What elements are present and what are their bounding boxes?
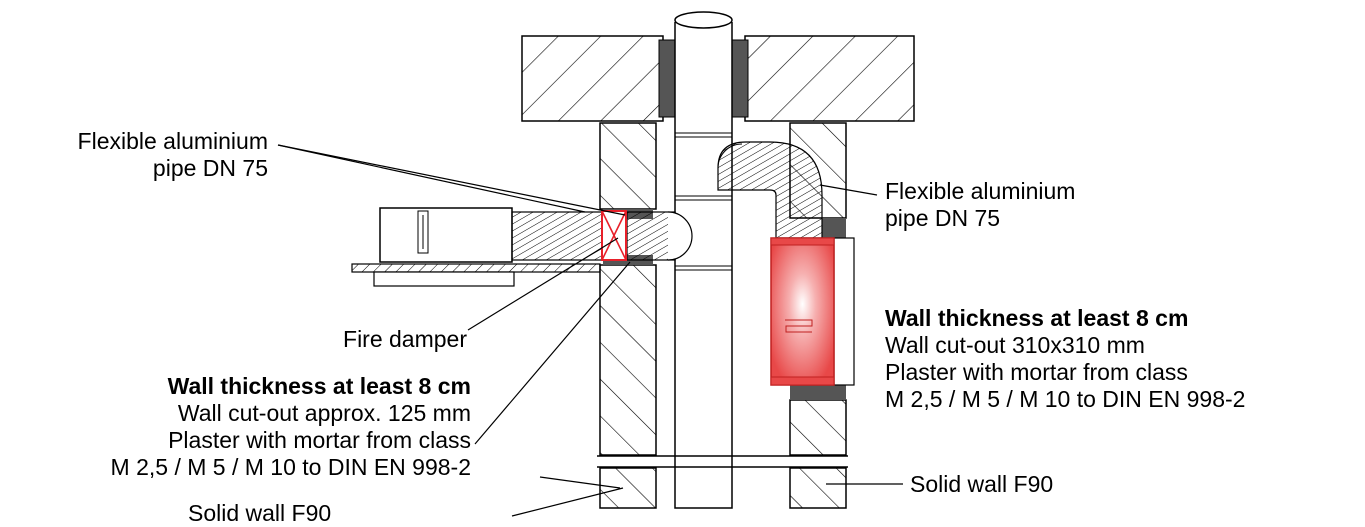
left-pipe-label-line1: Flexible aluminium [77, 128, 268, 154]
left-wall-line3: M 2,5 / M 5 / M 10 to DIN EN 998-2 [110, 454, 471, 480]
solid-wall-left-label: Solid wall F90 [188, 500, 331, 527]
left-pipe-label-line2: pipe DN 75 [152, 155, 268, 181]
left-wall-spec: Wall thickness at least 8 cm Wall cut-ou… [111, 373, 471, 481]
right-pipe-label: Flexible aluminium pipe DN 75 [885, 178, 1075, 232]
leader-lines [277, 144, 903, 517]
right-wall-line3: M 2,5 / M 5 / M 10 to DIN EN 998-2 [885, 386, 1246, 412]
right-wall-line2: Plaster with mortar from class [885, 359, 1188, 385]
left-shaft-wall [599, 122, 657, 509]
right-pipe-label-line2: pipe DN 75 [885, 205, 1001, 231]
fire-damper-label-text: Fire damper [343, 326, 467, 352]
left-pipe-label: Flexible aluminium pipe DN 75 [78, 128, 268, 182]
horizontal-flex-pipe [511, 211, 693, 261]
ceiling-slab [521, 35, 915, 122]
solid-wall-right-text: Solid wall F90 [910, 471, 1054, 497]
right-pipe-label-line1: Flexible aluminium [885, 178, 1076, 204]
left-wall-heading: Wall thickness at least 8 cm [167, 373, 471, 399]
left-wall-line1: Wall cut-out approx. 125 mm [177, 400, 471, 426]
fire-damper-label: Fire damper [343, 326, 467, 353]
right-wall-heading: Wall thickness at least 8 cm [885, 305, 1189, 331]
right-wall-spec: Wall thickness at least 8 cm Wall cut-ou… [885, 305, 1245, 413]
wall-box-unit [770, 237, 855, 386]
solid-wall-left-text: Solid wall F90 [188, 500, 332, 526]
vertical-duct [674, 11, 733, 509]
right-wall-line1: Wall cut-out 310x310 mm [885, 332, 1145, 358]
solid-wall-right-label: Solid wall F90 [910, 471, 1053, 498]
fire-damper [601, 210, 627, 261]
right-flex-elbow [717, 141, 823, 239]
left-wall-line2: Plaster with mortar from class [168, 427, 471, 453]
ventilation-unit [351, 207, 601, 287]
floor-section-break [597, 455, 848, 468]
